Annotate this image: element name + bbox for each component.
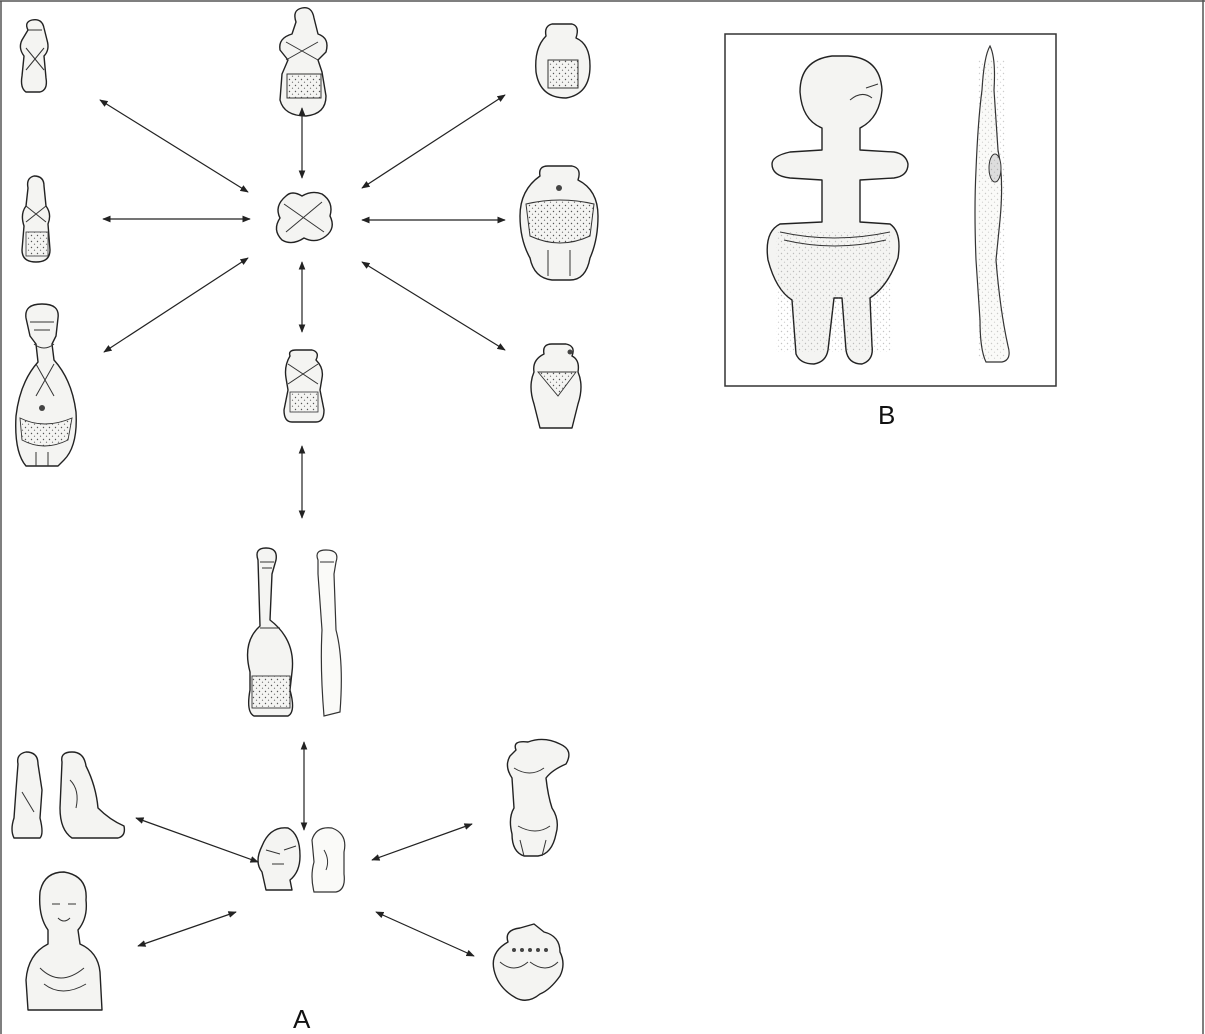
arrows-upper-cluster [100, 95, 505, 518]
figurine-left-lower [16, 304, 77, 466]
figurine-right-lower [531, 344, 581, 428]
figurine-b-side [975, 46, 1009, 362]
arrow-topleft-hub [100, 100, 248, 192]
figurine-left-middle [22, 176, 50, 262]
panel-b: B [725, 34, 1056, 430]
figurine-hub-middle [284, 350, 324, 422]
arrow-heads-bottomright [372, 824, 472, 860]
arrow-lowerleft-hub [104, 258, 248, 352]
figurine-bottom-left-bust [26, 872, 102, 1010]
figurine-bottom-center-heads [258, 828, 345, 892]
figurine-right-middle [520, 166, 598, 280]
arrow-bottomleftpair-heads [136, 818, 258, 862]
panel-a: A [12, 8, 598, 1034]
figurine-hub-upper [276, 192, 332, 242]
figurine-bottom-right-upper [507, 739, 568, 856]
figurine-bottom-right-lower [493, 924, 563, 1000]
arrows-lower-cluster [136, 742, 474, 956]
arrow-topright-hub [362, 95, 505, 188]
figurine-top-left [20, 20, 48, 92]
arrow-lowerright-hub [362, 262, 505, 350]
figurine-top-right [536, 24, 590, 98]
arrow-bust-heads [138, 912, 236, 946]
arrow-heads-bottomrightbust [376, 912, 474, 956]
figurine-central-pair [248, 548, 342, 716]
panel-a-label: A [293, 1004, 311, 1034]
panel-b-label: B [878, 400, 895, 430]
figurine-top-center [280, 8, 327, 116]
figurine-bottom-left-pair [12, 752, 124, 838]
